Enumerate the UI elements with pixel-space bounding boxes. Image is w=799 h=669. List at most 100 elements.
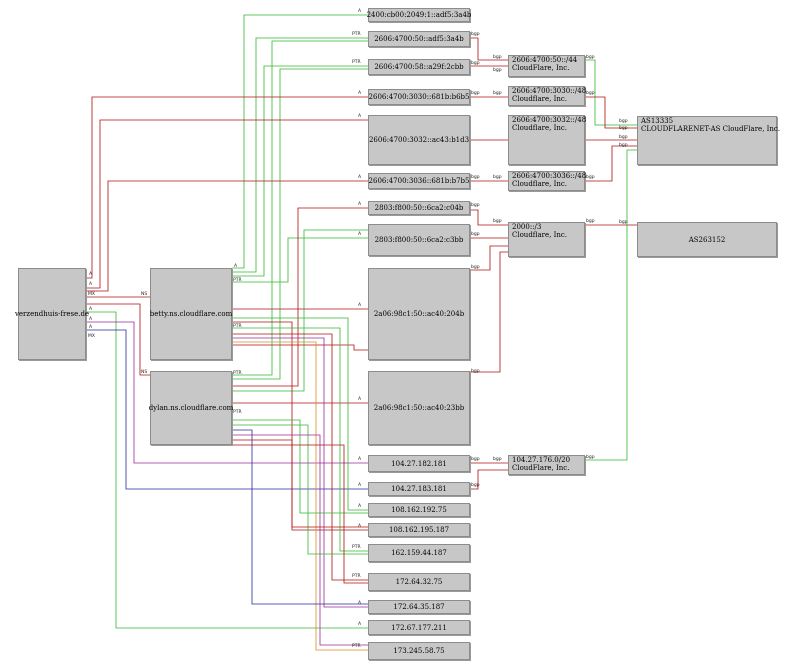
edge-verz-ip6-4 — [86, 96, 368, 279]
edge-label-ptr: PTR — [233, 323, 242, 329]
edge-label-bgp: bgp — [586, 218, 595, 224]
node-ip4-1[interactable]: 104.27.182.181 — [368, 455, 470, 472]
edge-label-bgp: bgp — [471, 456, 480, 462]
edge-label-ptr: PTR — [233, 277, 242, 283]
node-ip6-2[interactable]: 2606:4700:50::adf5:3a4b — [368, 31, 470, 47]
node-betty[interactable]: betty.ns.cloudflare.com — [150, 268, 232, 360]
edge-label-a: A — [358, 396, 362, 402]
edge-verz-ip6-6 — [86, 180, 368, 292]
node-ip6-3[interactable]: 2606:4700:58::a29f:2cbb — [368, 59, 470, 75]
edge-label-bgp: bgp — [493, 54, 502, 60]
edge-dylan-ip6-2 — [232, 40, 368, 376]
node-as-13335[interactable]: AS13335 CLOUDFLARENET-AS CloudFlare, Inc… — [637, 116, 781, 165]
bgp-ip6-7-pfx5 — [470, 209, 508, 226]
bgp-pfx2-as1 — [585, 96, 637, 129]
node-ip4-8[interactable]: 172.67.177.211 — [368, 620, 470, 635]
node-ip4-7[interactable]: 172.64.35.187 — [368, 600, 470, 614]
edge-label-a: A — [358, 523, 362, 529]
node-prefix-4[interactable]: 2606:4700:3036::/48 Cloudflare, Inc. — [508, 171, 587, 191]
edge-verz-ip4-2 — [86, 329, 368, 490]
edge-label-mx: MX — [88, 291, 95, 297]
edge-verz-ip4-8 — [86, 311, 368, 629]
prefix-5-range: 2000::/3 — [512, 223, 542, 231]
edge-dylan-ip4-7 — [232, 429, 368, 605]
edge-label-ns: NS — [141, 369, 147, 375]
node-ip6-1[interactable]: 2400:cb00:2049:1::adf5:3a4b — [367, 8, 471, 22]
edge-betty-ip6-9b — [232, 344, 368, 351]
edge-label-bgp: bgp — [586, 90, 595, 96]
edge-betty-ip4-7 — [232, 337, 368, 608]
bgp-ip6-10-pfx5 — [470, 251, 508, 373]
edge-dylan-ip6-3 — [232, 68, 368, 380]
edge-label-ptr: PTR — [352, 31, 361, 37]
edge-label-bgp: bgp — [471, 90, 480, 96]
edge-betty-ip4-6 — [232, 333, 368, 581]
edge-label-a: A — [358, 231, 362, 237]
edge-label-bgp: bgp — [493, 456, 502, 462]
edge-verz-ip6-5 — [86, 119, 368, 289]
node-ip4-5[interactable]: 162.159.44.187 — [368, 544, 470, 562]
edge-label-bgp: bgp — [471, 231, 480, 237]
edge-label-bgp: bgp — [619, 219, 628, 225]
bgp-pfx6-as1 — [585, 149, 637, 461]
node-ip4-4[interactable]: 108.162.195.187 — [368, 523, 470, 537]
node-ip4-9[interactable]: 173.245.58.75 — [368, 642, 470, 660]
as-13335-name: CLOUDFLARENET-AS CloudFlare, Inc. — [641, 125, 781, 133]
node-verzendhuis[interactable]: verzendhuis-frese.de — [15, 268, 89, 360]
edge-label-bgp: bgp — [619, 125, 628, 131]
node-prefix-3[interactable]: 2606:4700:3032::/48 Cloudflare, Inc. — [508, 115, 587, 165]
bgp-pfx1-as1 — [585, 59, 637, 126]
edge-label-ptr: PTR — [233, 370, 242, 376]
node-ip6-9[interactable]: 2a06:98c1:50::ac40:204b — [368, 268, 470, 360]
edge-betty-ip4-4 — [232, 321, 368, 531]
edge-label-bgp: bgp — [493, 67, 502, 73]
prefix-3-org: Cloudflare, Inc. — [512, 124, 567, 132]
prefix-6-org: CloudFlare, Inc. — [512, 464, 570, 472]
prefix-1-org: CloudFlare, Inc. — [512, 64, 570, 72]
node-ip6-8[interactable]: 2803:f800:50::6ca2:c3bb — [368, 224, 470, 256]
node-ip6-7[interactable]: 2803:f800:50::6ca2:c04b — [368, 201, 470, 215]
node-prefix-1[interactable]: 2606:4700:50::/44 CloudFlare, Inc. — [508, 55, 585, 77]
edge-label-a: A — [358, 174, 362, 180]
edge-label-ptr: PTR — [352, 59, 361, 65]
edge-dylan-ip4-3 — [232, 419, 368, 514]
edge-label-a: A — [358, 503, 362, 509]
edge-label-ns: NS — [141, 291, 147, 297]
node-ip4-2[interactable]: 104.27.183.181 — [368, 482, 470, 496]
node-ip6-10[interactable]: 2a06:98c1:50::ac40:23bb — [368, 371, 470, 445]
edge-label-ptr: PTR — [352, 544, 361, 550]
node-prefix-5[interactable]: 2000::/3 Cloudflare, Inc. — [508, 222, 585, 257]
node-prefix-6[interactable]: 104.27.176.0/20 CloudFlare, Inc. — [508, 455, 585, 475]
edge-label-bgp: bgp — [471, 368, 480, 374]
edge-label-a: A — [358, 113, 362, 119]
prefix-4-range: 2606:4700:3036::/48 — [512, 172, 587, 180]
edge-label-bgp: bgp — [586, 54, 595, 60]
prefix-4-org: Cloudflare, Inc. — [512, 180, 567, 188]
edge-betty-ip6-3 — [232, 65, 368, 277]
node-ip6-5[interactable]: 2606:4700:3032::ac43:b1d3 — [368, 115, 470, 165]
edge-dylan-ip6-8 — [232, 229, 368, 392]
edge-label-bgp: bgp — [471, 174, 480, 180]
edge-label-ptr: PTR — [233, 409, 242, 415]
edge-label-a: A — [358, 482, 362, 488]
prefix-2-org: Cloudflare, Inc. — [512, 95, 567, 103]
edge-label-a: A — [89, 316, 93, 322]
edge-label-ptr: PTR — [352, 643, 361, 649]
node-ip4-3[interactable]: 108.162.192.75 — [368, 503, 470, 517]
node-prefix-2[interactable]: 2606:4700:3030::/48 Cloudflare, Inc. — [508, 86, 586, 106]
node-ip6-4[interactable]: 2606:4700:3030::681b:b6b5 — [368, 89, 470, 105]
edge-label-bgp: bgp — [493, 90, 502, 96]
edge-label-bgp: bgp — [619, 118, 628, 124]
edge-betty-ip6-2 — [232, 37, 368, 273]
node-dylan[interactable]: dylan.ns.cloudflare.com — [149, 371, 233, 445]
node-ip4-6[interactable]: 172.64.32.75 — [368, 573, 470, 591]
node-ip6-6[interactable]: 2606:4700:3036::681b:b7b5 — [368, 173, 470, 189]
prefix-3-range: 2606:4700:3032::/48 — [512, 116, 587, 124]
edge-label-a: A — [358, 90, 362, 96]
edge-dylan-ip4-6 — [232, 444, 368, 584]
node-as-263152[interactable]: AS263152 — [637, 222, 777, 257]
edge-betty-ip4-3 — [232, 317, 368, 511]
edge-label-bgp: bgp — [619, 142, 628, 148]
